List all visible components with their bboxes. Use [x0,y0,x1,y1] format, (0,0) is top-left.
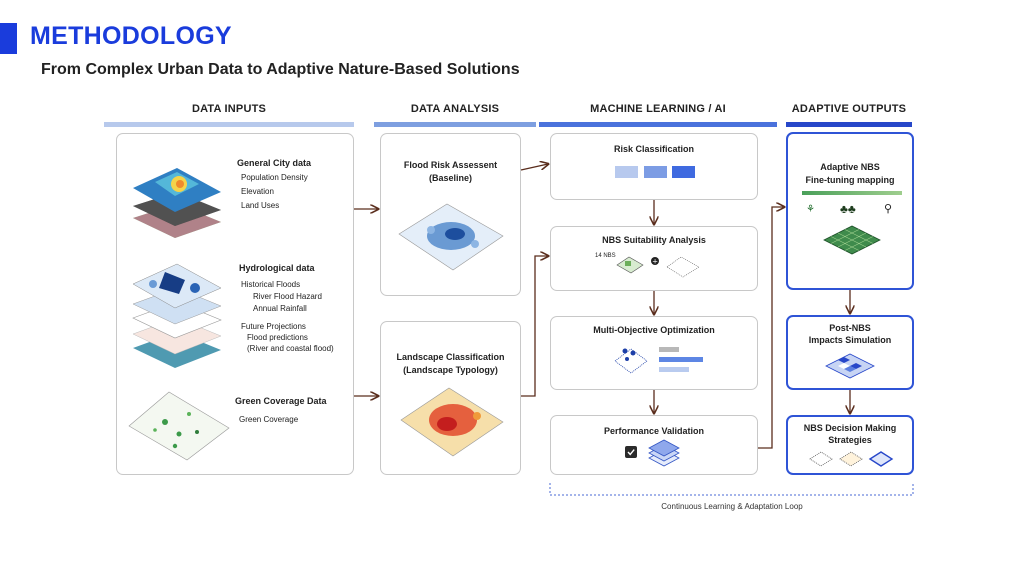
column-bar-ml [539,122,777,127]
validation-panel: Performance Validation [550,415,758,475]
trees-icon: ♣♣ [840,202,856,216]
optimization-panel: Multi-Objective Optimization [550,316,758,390]
hydro-river-flood: River Flood Hazard [253,292,322,301]
adaptive-nbs-panel: Adaptive NBS Fine-tuning mapping ⚘ ♣♣ ⚲ [786,132,914,290]
data-inputs-panel: General City data Population Density Ele… [116,133,354,475]
impacts-grid-illustration [825,353,875,379]
svg-text:+: + [652,258,658,266]
adaptive-nbs-title: Adaptive NBS [820,162,880,172]
fine-tuning-gradient-bar [802,191,902,195]
green-coverage-item: Green Coverage [239,415,299,424]
city-data-layers-illustration [133,168,221,238]
landscape-subtitle: (Landscape Typology) [403,365,498,375]
objective-bar-3 [659,367,689,372]
accent-bar [0,23,17,54]
layers-icon [648,439,680,467]
hydro-future: Future Projections [241,322,306,331]
plant-icon: ⚲ [884,203,893,215]
decision-subtitle: Strategies [828,435,872,445]
column-heading-adaptive-outputs: ADAPTIVE OUTPUTS [791,103,907,115]
hydro-flood-predictions: Flood predictions [247,333,308,342]
arrow-landscape-to-suitability [521,256,548,397]
post-nbs-subtitle: Impacts Simulation [808,335,892,345]
page-subtitle: From Complex Urban Data to Adaptive Natu… [41,61,520,78]
landscape-title: Landscape Classification [396,352,505,362]
risk-level-high [672,166,695,178]
nbs-count-label: 14 NBS [595,253,616,259]
optimization-grid-icon [614,348,648,374]
flood-risk-title: Flood Risk Assessent [403,160,498,170]
column-bar-analysis [374,122,536,127]
adaptive-nbs-subtitle: Fine-tuning mapping [805,175,895,185]
general-item-population: Population Density [241,173,308,182]
strategies-tiles-illustration [809,451,894,467]
general-item-land-uses: Land Uses [241,201,280,210]
column-heading-data-inputs: DATA INPUTS [191,103,267,115]
suitability-panel: NBS Suitability Analysis 14 NBS + [550,226,758,291]
loop-label: Continuous Learning & Adaptation Loop [661,502,803,511]
green-coverage-title: Green Coverage Data [235,396,327,406]
post-nbs-panel: Post-NBS Impacts Simulation [786,315,914,390]
column-heading-machine-learning: MACHINE LEARNING / AI [590,103,726,115]
general-item-elevation: Elevation [241,187,274,196]
hydro-river-coastal: (River and coastal flood) [247,344,334,353]
decision-title: NBS Decision Making [803,423,897,433]
hydro-title: Hydrological data [239,263,315,273]
landscape-panel: Landscape Classification (Landscape Typo… [380,321,521,475]
grass-icon: ⚘ [806,204,815,215]
column-heading-data-analysis: DATA ANALYSIS [410,103,500,115]
objective-bar-2 [659,357,703,362]
column-bar-outputs [786,122,912,127]
risk-level-medium [644,166,667,178]
hydro-historical: Historical Floods [241,280,301,289]
post-nbs-title: Post-NBS [829,323,871,333]
column-bar-inputs [104,122,354,127]
optimization-title: Multi-Objective Optimization [593,325,715,335]
arrow-flood-to-risk [520,164,548,171]
validation-title: Performance Validation [603,426,705,436]
flood-risk-subtitle: (Baseline) [428,173,472,183]
general-city-title: General City data [237,158,312,168]
objective-bar-1 [659,347,679,352]
risk-classification-panel: Risk Classification [550,133,758,200]
hydro-data-layers-illustration [132,263,222,368]
risk-classification-title: Risk Classification [613,144,695,154]
green-coverage-illustration [128,391,230,461]
flood-risk-map-illustration [398,203,504,271]
arrow-validation-to-adaptive [758,207,784,449]
suitability-illustration: + [616,256,700,278]
page-title: METHODOLOGY [30,22,232,50]
nbs-grid-map-illustration [823,225,881,255]
hydro-rainfall: Annual Rainfall [253,304,307,313]
decision-panel: NBS Decision Making Strategies [786,415,914,475]
suitability-title: NBS Suitability Analysis [602,235,706,245]
landscape-map-illustration [400,387,504,457]
loop-bracket [549,483,914,496]
flood-risk-panel: Flood Risk Assessent (Baseline) [380,133,521,296]
risk-level-low [615,166,638,178]
checkbox-icon [625,446,637,458]
